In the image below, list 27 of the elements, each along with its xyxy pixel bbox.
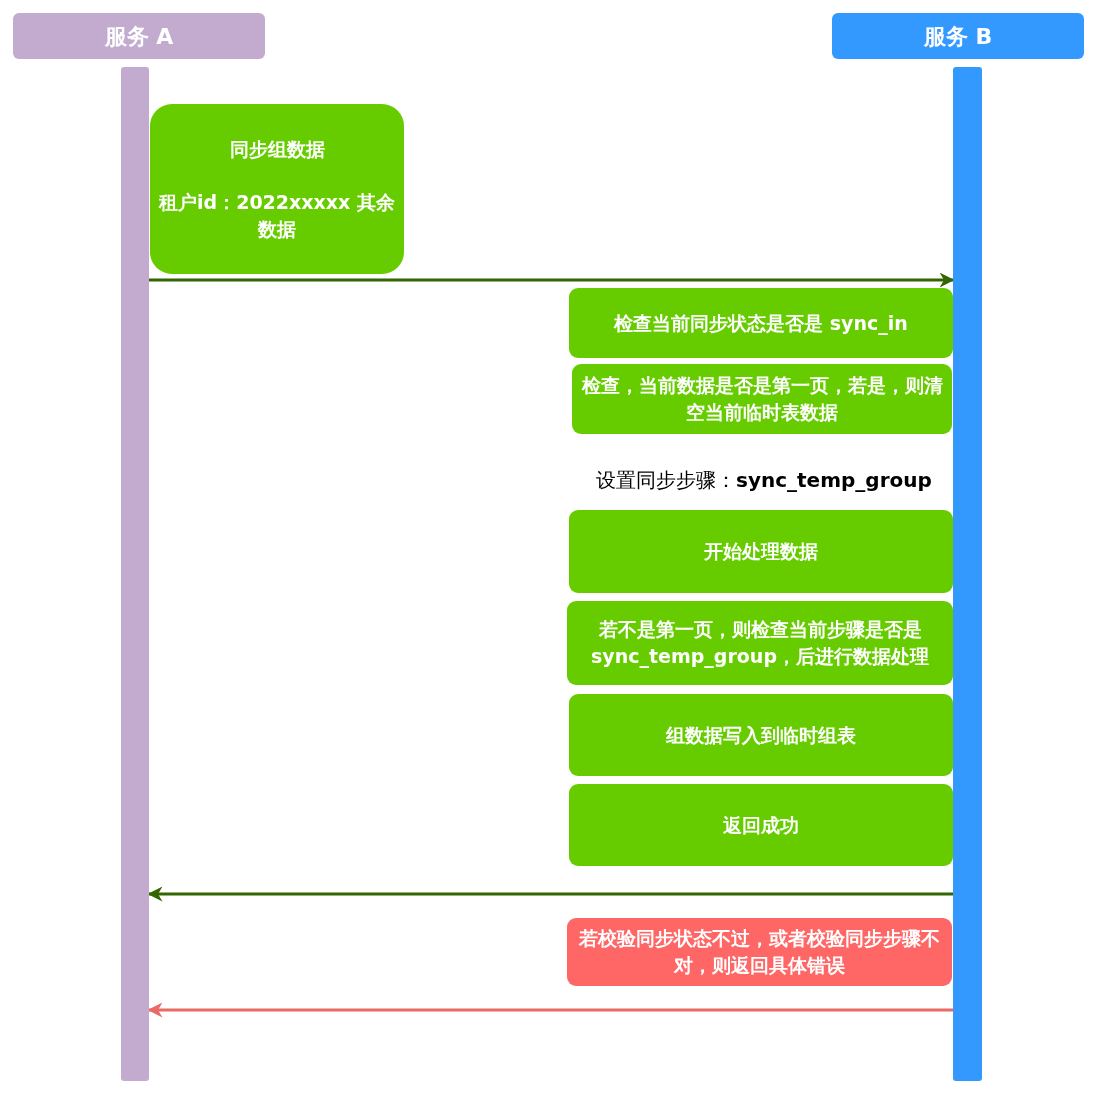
arrow — [149, 272, 955, 288]
step-text: 检查，当前数据是否是第一页，若是，则清空当前临时表数据 — [580, 373, 944, 425]
process-box — [567, 601, 953, 685]
error-box — [567, 918, 952, 986]
process-box — [569, 694, 953, 776]
step-text: 租户id：2022xxxxx 其余数据 — [157, 189, 396, 242]
lifeline-bar — [953, 67, 982, 1081]
process-box — [569, 784, 953, 866]
participant-name: 服务 B — [922, 22, 994, 50]
message-note — [150, 104, 404, 274]
participant-header — [832, 13, 1084, 59]
participant-name: 服务 A — [103, 22, 175, 50]
participant-header — [13, 13, 265, 59]
process-box — [572, 364, 952, 434]
step-text: 若不是第一页，则检查当前步骤是否是 sync_temp_group，后进行数据处理 — [590, 617, 930, 670]
arrow — [147, 1002, 953, 1018]
step-note: 设置同步步骤：sync_temp_group — [596, 467, 932, 494]
lifeline-bar — [121, 67, 149, 1081]
note-heading: 同步组数据 — [228, 136, 326, 162]
process-box — [569, 510, 953, 593]
step-text: 开始处理数据 — [703, 539, 819, 564]
step-text: 组数据写入到临时组表 — [665, 722, 857, 748]
process-box — [569, 288, 953, 358]
arrow — [147, 886, 953, 902]
step-text: 返回成功 — [722, 812, 800, 838]
step-text: 若校验同步状态不过，或者校验同步步骤不对，则返回具体错误 — [578, 926, 941, 978]
step-text: 检查当前同步状态是否是 sync_in — [612, 310, 909, 337]
